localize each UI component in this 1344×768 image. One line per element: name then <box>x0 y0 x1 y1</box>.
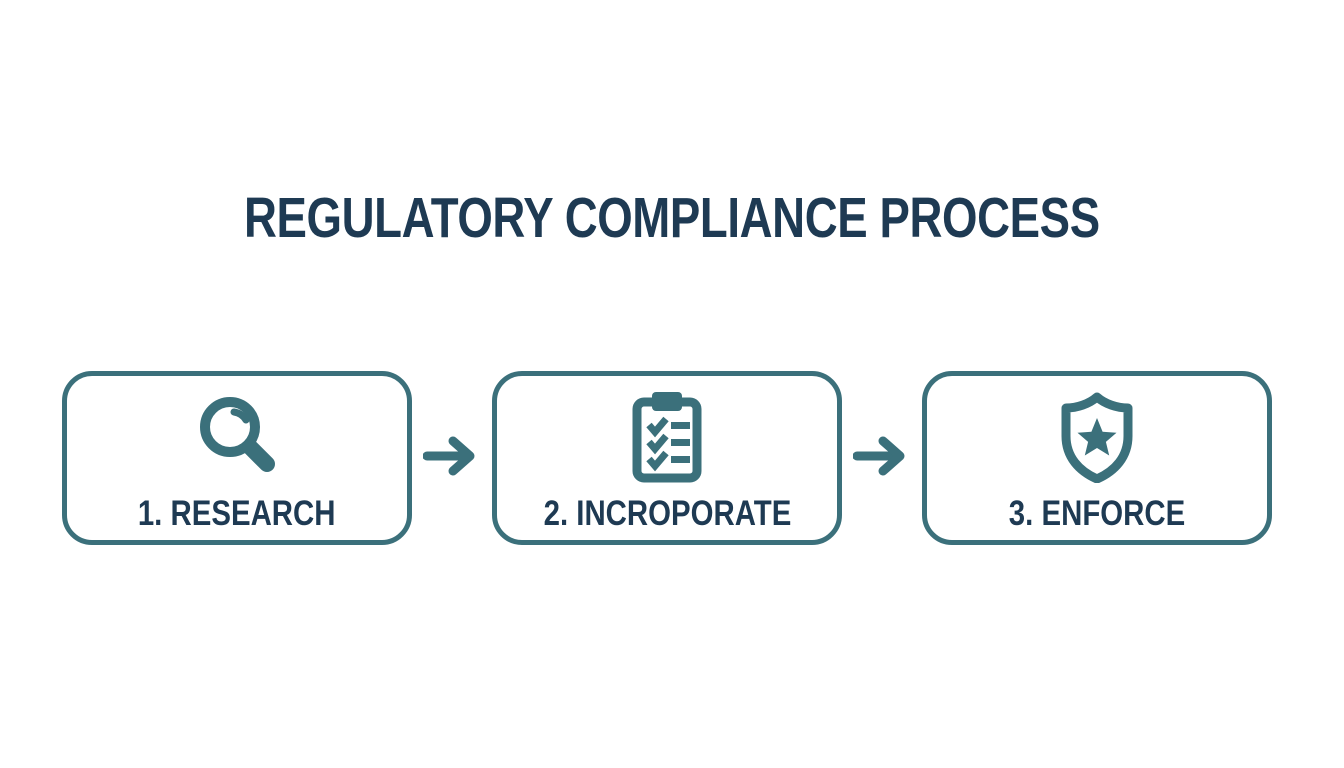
page-title-text: REGULATORY COMPLIANCE PROCESS <box>244 186 1100 250</box>
connector-2 <box>842 371 922 545</box>
step-box-enforce: 3. ENFORCE <box>922 371 1272 545</box>
shield-star-icon <box>1053 391 1141 483</box>
step-label: 2. INCROPORATE <box>543 494 791 533</box>
magnifying-glass-icon <box>189 391 285 483</box>
step-label: 3. ENFORCE <box>1008 494 1186 533</box>
step-box-research: 1. RESEARCH <box>62 371 412 545</box>
process-flow: 1. RESEARCH <box>62 371 1272 545</box>
page-title: REGULATORY COMPLIANCE PROCESS <box>0 190 1344 247</box>
step-label: 1. RESEARCH <box>138 494 336 533</box>
arrow-right-icon <box>422 434 481 483</box>
connector-1 <box>412 371 492 545</box>
arrow-right-icon <box>852 434 911 483</box>
clipboard-checklist-icon <box>628 391 706 483</box>
step-box-incroporate: 2. INCROPORATE <box>492 371 842 545</box>
